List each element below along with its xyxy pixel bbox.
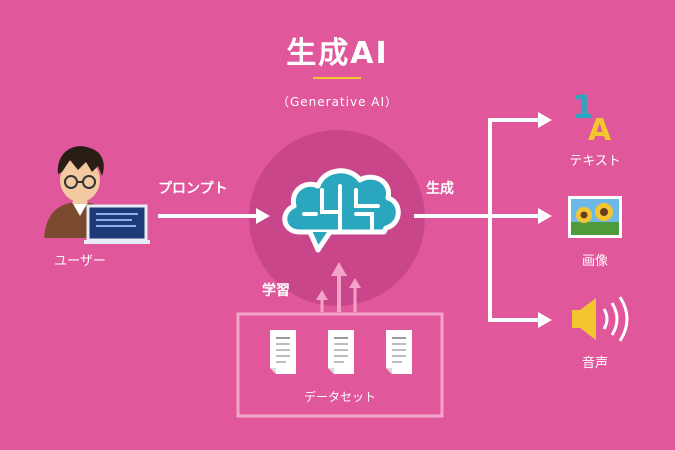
document-icon [270,330,296,374]
text-icon: 1 A [572,88,612,148]
audio-output-label: 音声 [581,356,608,371]
user-label: ユーザー [54,254,106,269]
image-output-label: 画像 [581,254,608,269]
image-icon [568,196,622,238]
output-arrows [414,112,552,328]
page-title: 生成AI [286,36,389,71]
svg-text:A: A [588,113,612,148]
document-icon [328,330,354,374]
audio-icon [572,296,629,342]
document-icon [386,330,412,374]
title-underline [313,77,361,79]
dataset-box [236,312,444,418]
text-output-label: テキスト [569,154,621,169]
svg-text:1: 1 [572,88,594,126]
prompt-label: プロンプト [158,181,228,197]
generate-label: 生成 [426,181,454,197]
prompt-arrow [158,208,270,224]
learn-label: 学習 [262,283,290,299]
dataset-label: データセット [303,390,376,404]
laptop-icon [84,204,150,244]
page-subtitle: （Generative AI） [276,95,399,109]
brain-icon [282,168,401,253]
learning-arrows [316,262,361,312]
